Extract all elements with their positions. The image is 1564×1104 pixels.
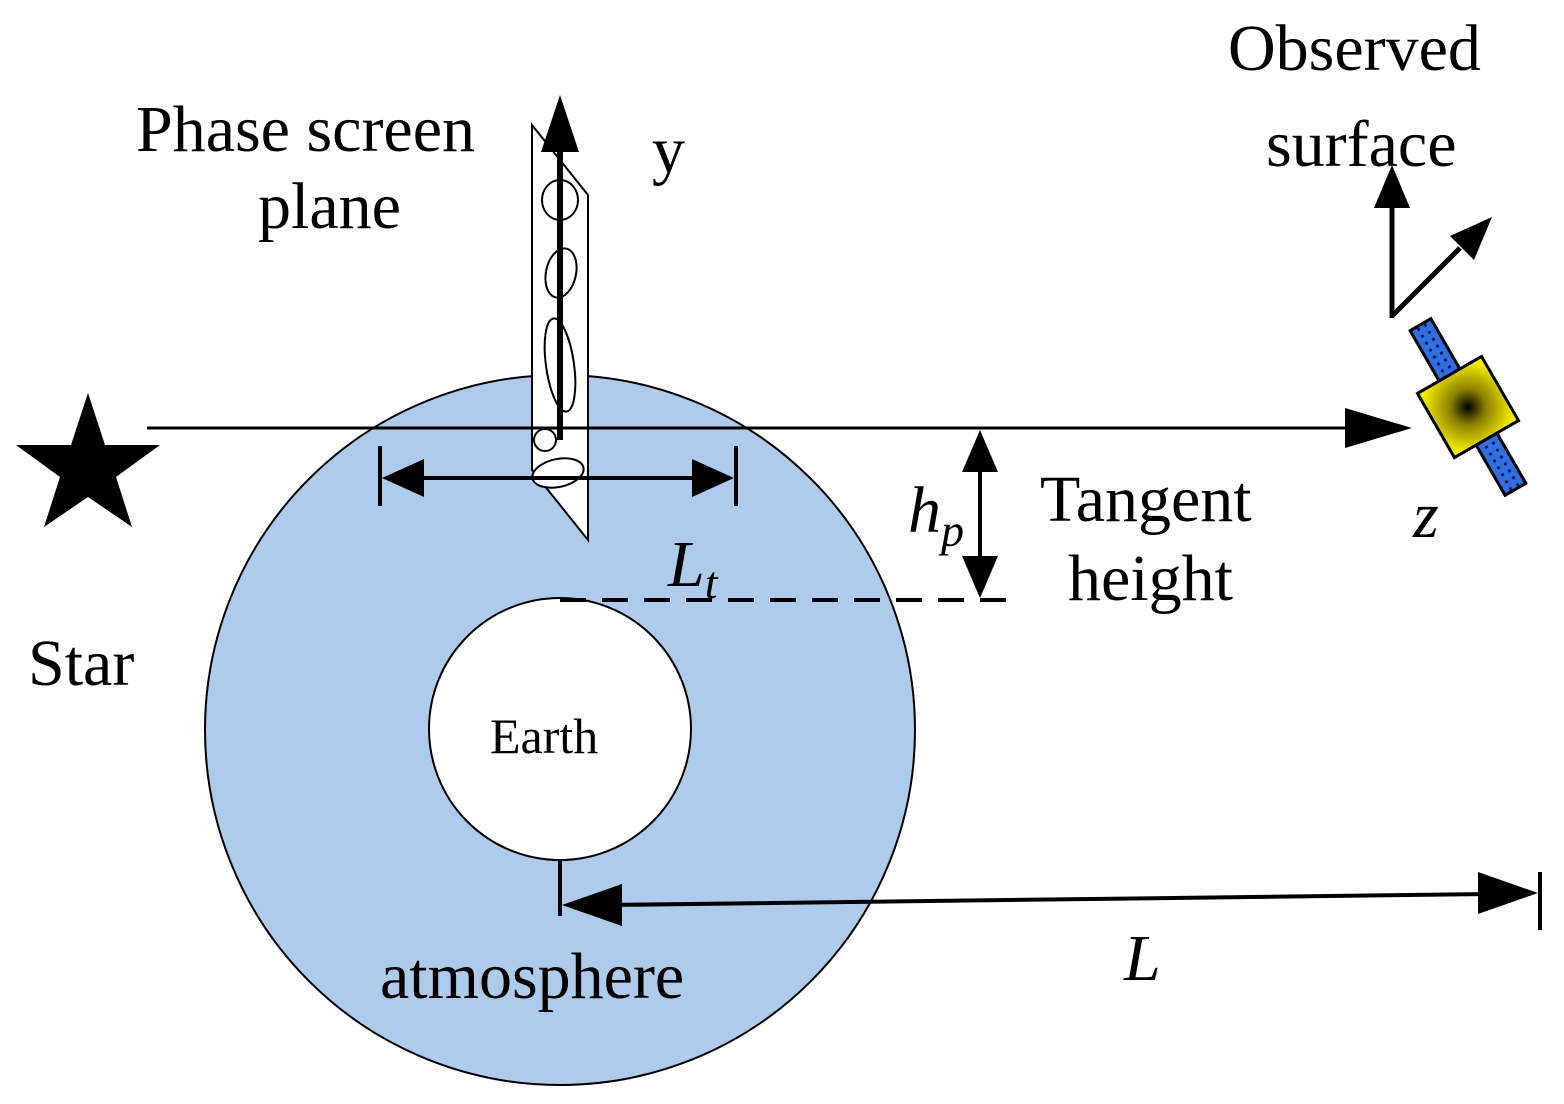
hp-subscript: p (938, 505, 964, 556)
l-dimension (558, 860, 1542, 930)
tangent-height-label-line1: Tangent (1040, 463, 1252, 536)
phase-screen-label-line2: plane (258, 170, 401, 243)
z-axis-label: z (1412, 479, 1439, 552)
hp-label: hp (908, 474, 964, 556)
axis-arrows-icon (1374, 165, 1492, 318)
tangent-height-label-line2: height (1068, 542, 1233, 615)
hp-dimension (962, 430, 998, 598)
y-axis-arrowhead (541, 95, 579, 152)
line-of-sight-arrowhead (1345, 408, 1412, 448)
turbulence-cell (544, 247, 578, 299)
turbulence-cell (533, 428, 557, 452)
atmosphere-label: atmosphere (380, 940, 684, 1013)
hp-main: h (908, 474, 941, 547)
lt-dimension (378, 446, 738, 506)
observed-surface-label-line1: Observed (1228, 12, 1481, 85)
phase-screen-label-line1: Phase screen (136, 93, 475, 166)
observed-surface-label-line2: surface (1266, 108, 1457, 181)
lt-label: Lt (667, 528, 719, 608)
star-icon (16, 393, 160, 527)
lt-subscript: t (705, 557, 719, 608)
star-label: Star (28, 627, 134, 700)
turbulence-cell (543, 317, 577, 413)
satellite-icon (1408, 316, 1528, 498)
distance-label: L (1123, 922, 1161, 995)
lt-main: L (667, 528, 705, 601)
earth-label: Earth (490, 708, 598, 764)
y-axis-label: y (652, 114, 685, 187)
